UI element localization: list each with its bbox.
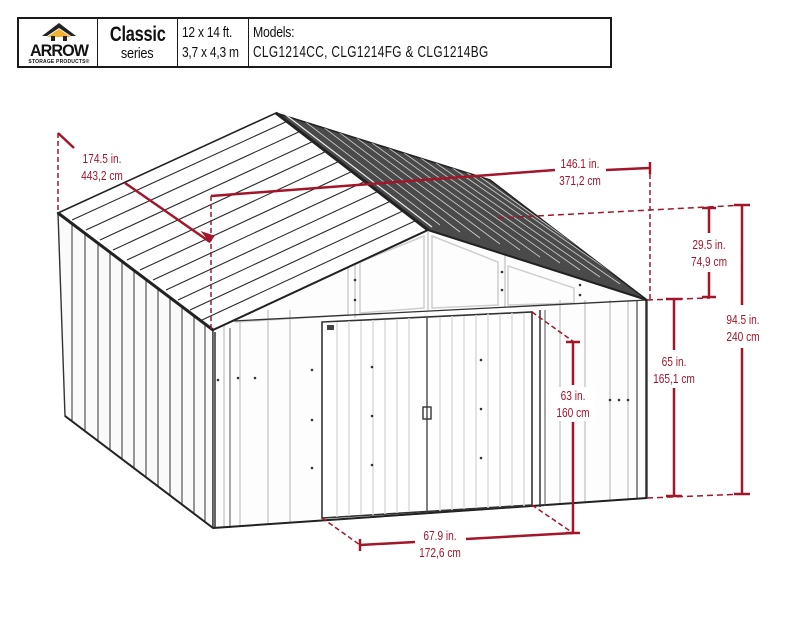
dimension-lines (57, 132, 750, 551)
width-imperial: 146.1 in. (560, 156, 600, 171)
double-doors (216, 270, 630, 519)
door-width-metric: 172,6 cm (419, 545, 461, 560)
left-side-wall (57, 211, 214, 530)
dimension-roof-height: 29.5 in. 74,9 cm (683, 236, 734, 270)
dimension-wall-height: 65 in. 165,1 cm (647, 353, 700, 387)
dimension-door-height: 63 in. 160 cm (551, 387, 595, 421)
models-cell: Models: CLG1214CC, CLG1214FG & CLG1214BG (249, 19, 610, 66)
brand-logo: ARROW STORAGE PRODUCTS® (19, 19, 98, 66)
door-height-metric: 160 cm (556, 405, 590, 420)
brand-name: ARROW (29, 41, 89, 60)
door-handle-icon (422, 406, 432, 420)
size-metric: 3,7 x 4,3 m (182, 43, 239, 61)
door-height-imperial: 63 in. (560, 388, 586, 403)
series-subtitle: series (121, 44, 154, 62)
width-metric: 371,2 cm (559, 173, 601, 188)
series-title: Classic (109, 22, 166, 46)
size-imperial: 12 x 14 ft. (182, 23, 233, 41)
depth-imperial: 174.5 in. (82, 151, 122, 166)
house-roof-icon (42, 23, 76, 41)
dimension-depth: 174.5 in. 443,2 cm (71, 150, 133, 184)
total-height-metric: 240 cm (726, 329, 760, 344)
dimension-door-width: 67.9 in. 172,6 cm (409, 527, 471, 561)
door-label-icon (327, 325, 334, 330)
depth-metric: 443,2 cm (81, 168, 123, 183)
dimension-width: 146.1 in. 371,2 cm (549, 155, 611, 189)
models-list: CLG1214CC, CLG1214FG & CLG1214BG (253, 43, 489, 61)
door-width-imperial: 67.9 in. (423, 528, 457, 543)
series-cell: Classic series (98, 19, 178, 66)
total-height-imperial: 94.5 in. (726, 312, 760, 327)
roof (56, 111, 648, 332)
size-cell: 12 x 14 ft. 3,7 x 4,3 m (178, 19, 249, 66)
wall-height-imperial: 65 in. (661, 354, 687, 369)
roof-height-imperial: 29.5 in. (692, 237, 726, 252)
product-header: ARROW STORAGE PRODUCTS® Classic series 1… (17, 17, 612, 68)
models-label: Models: (253, 23, 295, 41)
roof-height-metric: 74,9 cm (690, 254, 728, 269)
dimension-total-height: 94.5 in. 240 cm (717, 311, 768, 345)
wall-height-metric: 165,1 cm (653, 371, 695, 386)
brand-tagline: STORAGE PRODUCTS® (28, 59, 90, 65)
